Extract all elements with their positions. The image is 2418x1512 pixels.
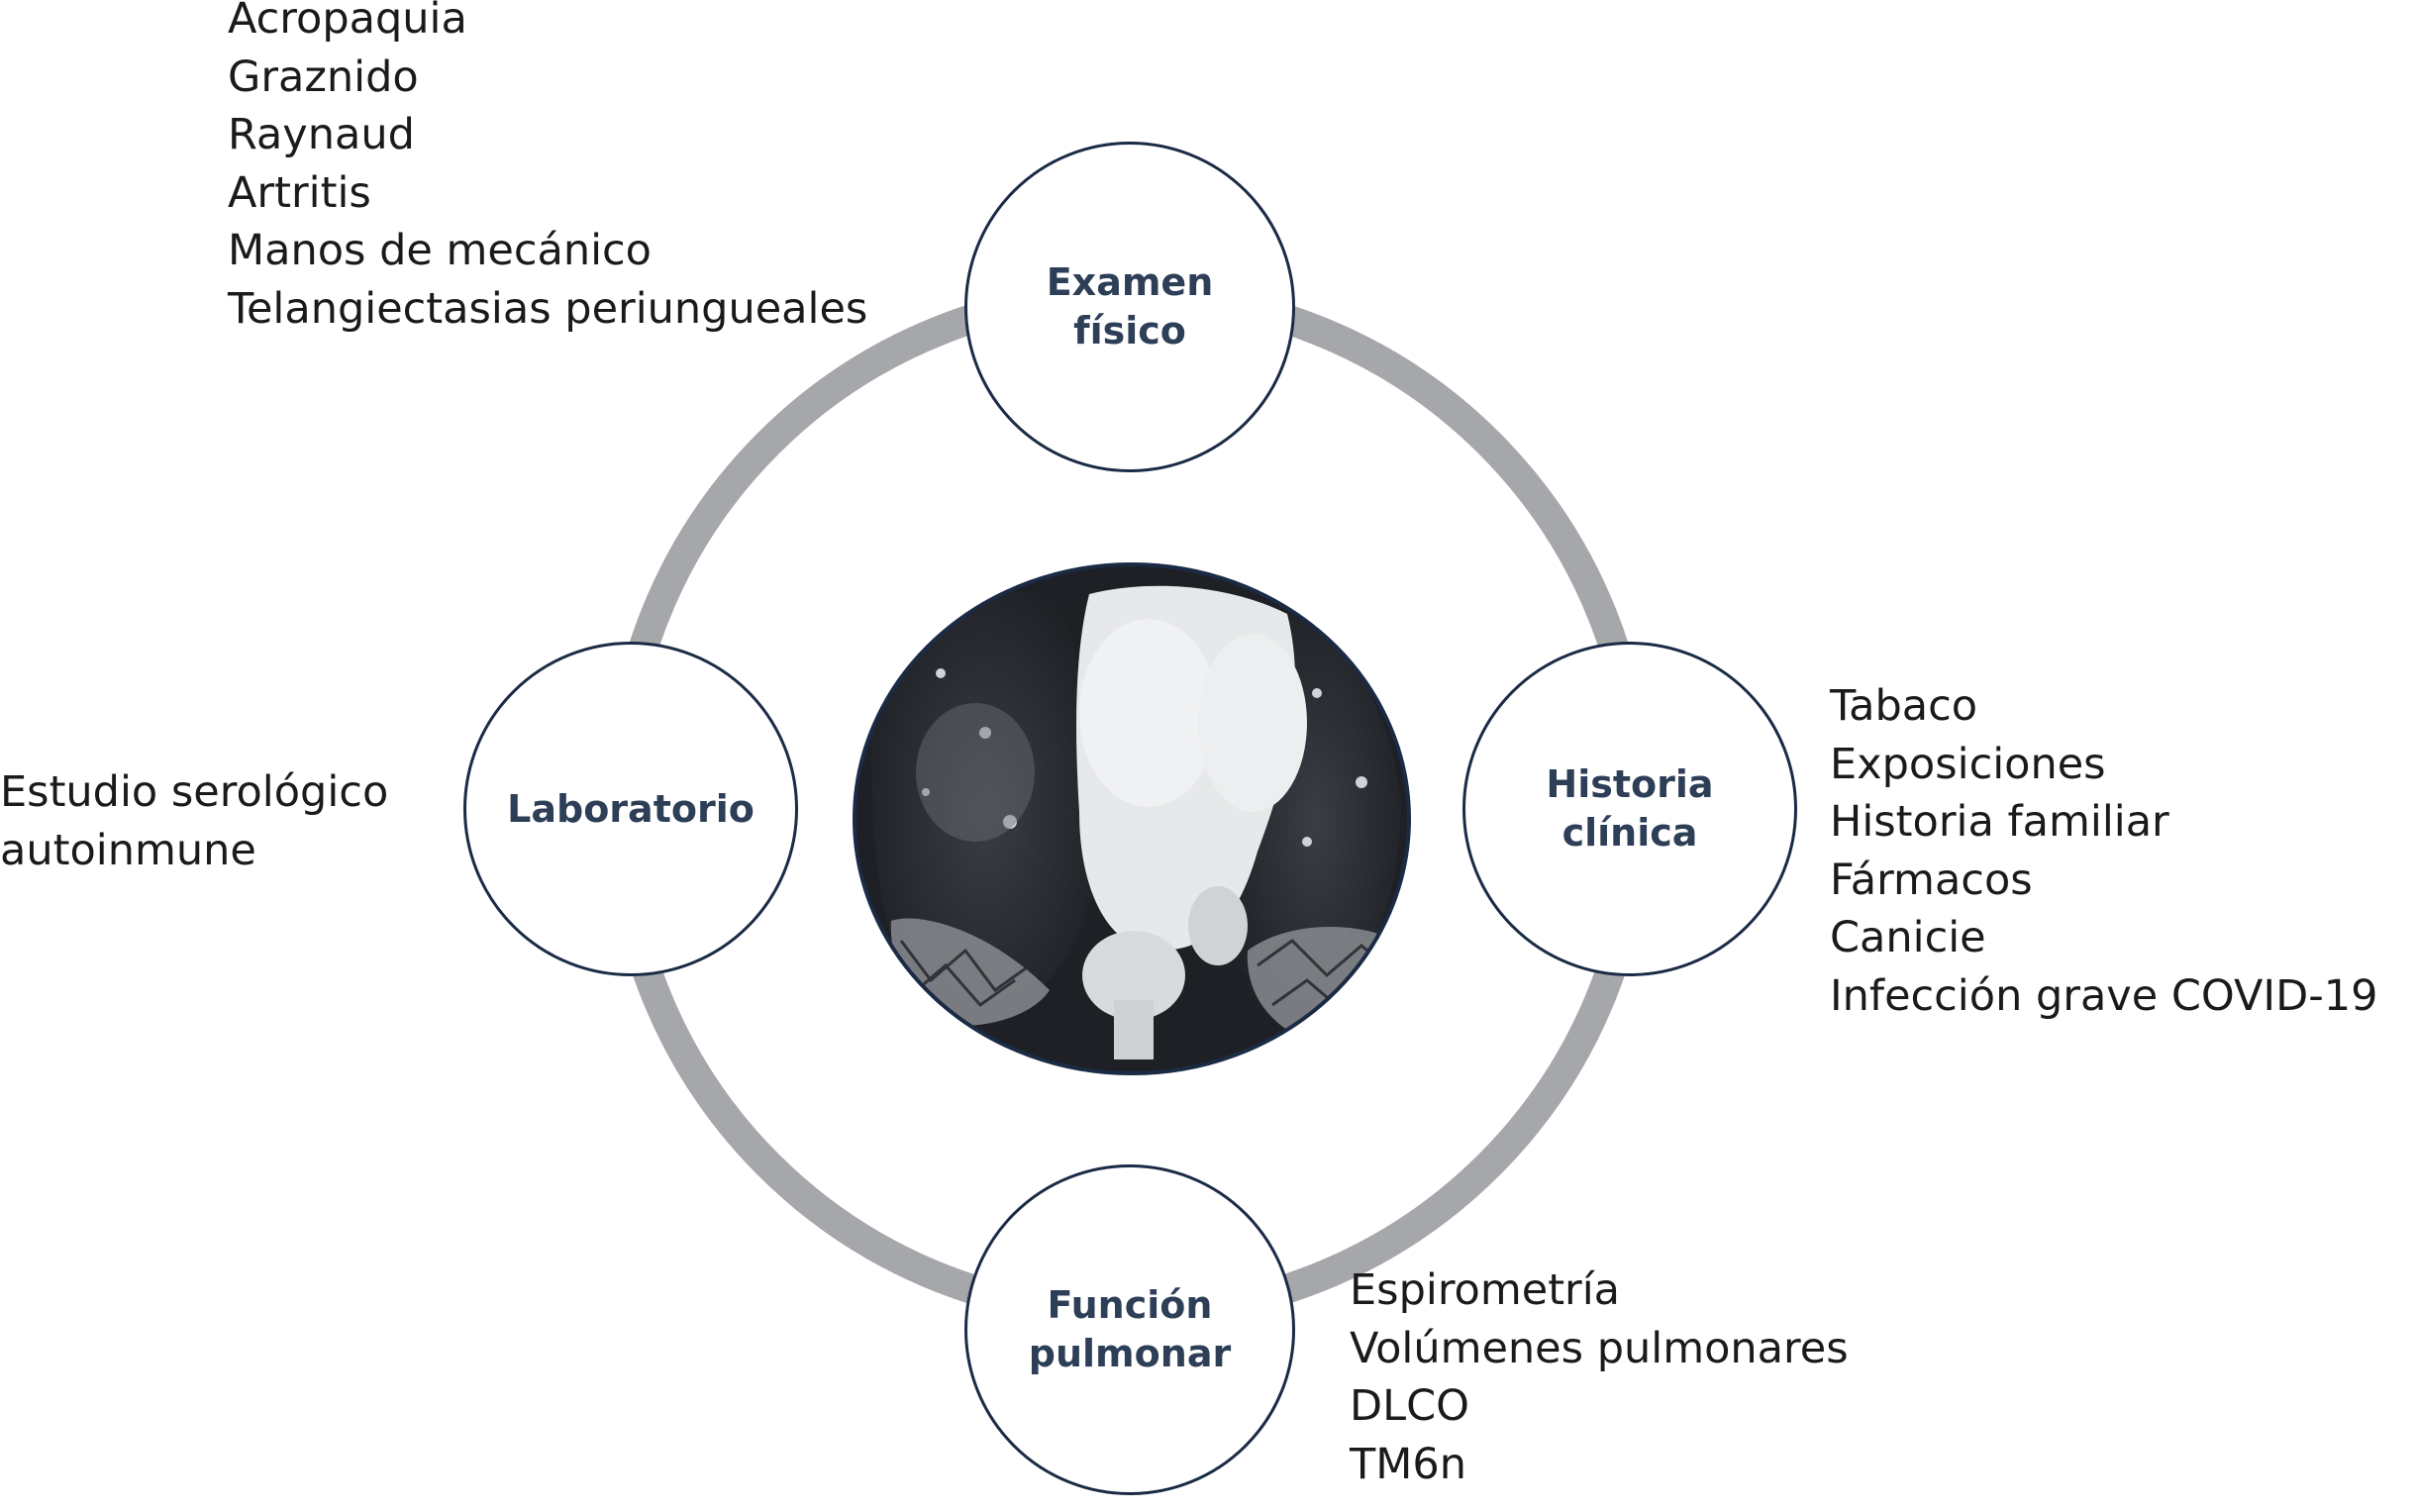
list-item: Infección grave COVID-19: [1830, 970, 2378, 1021]
list-item: Canicie: [1830, 913, 1986, 963]
node-examen-fisico-label: Examen físico: [1046, 260, 1214, 353]
node-historia-clinica: Historia clínica: [1462, 642, 1797, 976]
list-item: Espirometría: [1350, 1265, 1621, 1315]
list-item: Volúmenes pulmonares: [1350, 1323, 1849, 1373]
ct-scan-image: [853, 562, 1411, 1075]
node-funcion-pulmonar-label: Función pulmonar: [1028, 1283, 1232, 1375]
list-laboratorio: Estudio serológico autoinmune: [0, 763, 388, 879]
list-item: Historia familiar: [1830, 797, 2169, 848]
node-laboratorio: Laboratorio: [463, 642, 798, 976]
list-item: Acropaquia: [228, 0, 467, 44]
node-examen-fisico: Examen físico: [964, 142, 1295, 472]
list-item: Tabaco: [1830, 681, 1978, 731]
list-item: autoinmune: [0, 825, 256, 875]
list-item: Telangiectasias periungueales: [228, 283, 868, 334]
list-examen-fisico: Acropaquia Graznido Raynaud Artritis Man…: [228, 0, 867, 339]
list-item: Estudio serológico: [0, 767, 389, 817]
node-historia-clinica-label: Historia clínica: [1546, 762, 1714, 855]
list-item: Fármacos: [1830, 855, 2033, 905]
list-item: Artritis: [228, 167, 371, 218]
list-item: Manos de mecánico: [228, 226, 652, 276]
node-laboratorio-label: Laboratorio: [507, 786, 755, 831]
list-item: DLCO: [1350, 1381, 1469, 1432]
list-item: Raynaud: [228, 110, 415, 160]
list-funcion-pulmonar: Espirometría Volúmenes pulmonares DLCO T…: [1350, 1261, 1849, 1493]
list-item: Graznido: [228, 51, 419, 102]
list-item: TM6n: [1350, 1439, 1466, 1489]
node-funcion-pulmonar: Función pulmonar: [964, 1164, 1295, 1495]
list-item: Exposiciones: [1830, 739, 2106, 789]
list-historia-clinica: Tabaco Exposiciones Historia familiar Fá…: [1830, 677, 2377, 1026]
